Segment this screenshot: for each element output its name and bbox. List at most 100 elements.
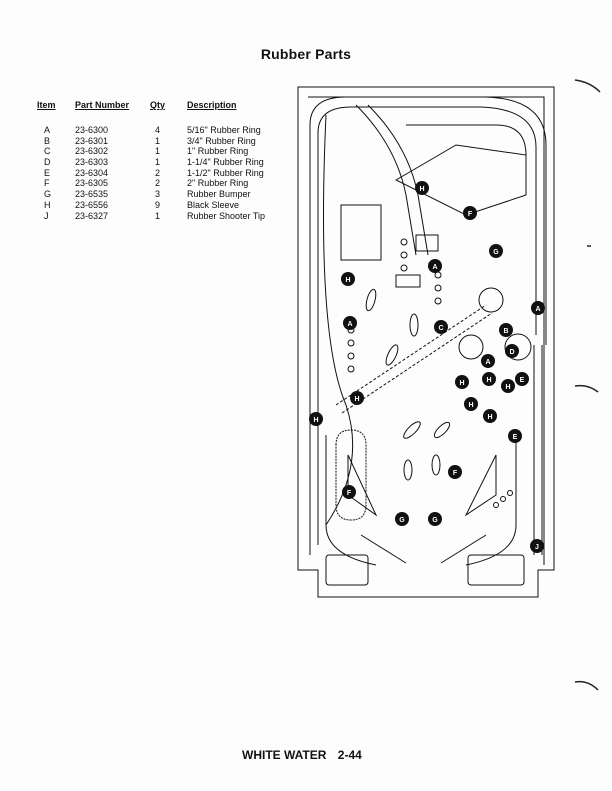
table-cell-part-number: 23-6556 (75, 199, 109, 210)
callout-h: H (482, 372, 496, 386)
table-cell-qty: 2 (155, 167, 161, 178)
svg-text:C: C (438, 325, 443, 332)
table-cell-description: 1-1/4" Rubber Ring (187, 157, 264, 168)
playfield-outline (297, 86, 555, 598)
svg-text:F: F (453, 470, 458, 477)
table-cell-qty: 1 (155, 210, 161, 221)
right-slingshot (464, 454, 497, 517)
svg-text:A: A (432, 264, 437, 271)
svg-text:F: F (347, 490, 352, 497)
left-slingshot (347, 454, 378, 517)
insert-7 (433, 421, 451, 439)
pop-bumper-2 (504, 333, 532, 361)
description-column: 5/16" Rubber Ring 3/4" Rubber Ring 1" Ru… (187, 125, 265, 221)
insert-3 (403, 421, 421, 439)
center-ramp-inner (367, 104, 429, 256)
svg-text:H: H (486, 377, 491, 384)
lamp-column-right (434, 271, 442, 305)
page-title: Rubber Parts (260, 46, 352, 62)
qty-column: 4 1 1 1 2 2 3 9 1 (155, 125, 160, 221)
margin-curve-2 (574, 384, 599, 393)
apron-left (325, 554, 369, 586)
svg-text:B: B (503, 328, 508, 335)
table-cell-part-number: 23-6300 (75, 125, 109, 135)
table-cell-part-number: 23-6303 (75, 157, 109, 168)
margin-curve-3 (574, 680, 599, 691)
table-cell-qty: 1 (155, 135, 161, 146)
table-cell-description: Rubber Shooter Tip (187, 210, 266, 221)
callout-h: H (483, 409, 497, 423)
table-cell-item: H (44, 199, 51, 210)
footer-page: 2-44 (337, 748, 362, 762)
svg-text:H: H (354, 396, 359, 403)
table-cell-description: 1" Rubber Ring (187, 146, 249, 157)
pop-bumper-3 (458, 334, 484, 360)
table-cell-qty: 1 (155, 146, 161, 157)
lamp-column-center (400, 238, 408, 272)
svg-text:H: H (459, 380, 464, 387)
table-cell-item: A (44, 125, 51, 135)
table-cell-description: Rubber Bumper (187, 189, 251, 200)
callout-a: A (343, 316, 357, 330)
svg-text:G: G (493, 249, 499, 256)
insert-4 (403, 459, 413, 481)
guide-line-2 (341, 312, 493, 414)
table-cell-part-number: 23-6301 (75, 135, 109, 146)
table-cell-qty: 4 (155, 125, 161, 135)
callout-d: D (505, 344, 519, 358)
callout-a: A (481, 354, 495, 368)
table-cell-part-number: 23-6302 (75, 146, 109, 157)
apron-right (467, 554, 525, 586)
callout-g: G (428, 512, 442, 526)
header-item: Item (37, 100, 56, 110)
callout-h: H (309, 412, 323, 426)
insert-2 (409, 313, 419, 337)
svg-text:F: F (468, 211, 473, 218)
svg-text:H: H (345, 277, 350, 284)
left-orbit-inner (317, 106, 537, 545)
target-bank-right (395, 274, 421, 288)
table-cell-item: B (44, 135, 51, 146)
table-cell-item: E (44, 167, 51, 178)
guide-line-1 (335, 304, 487, 406)
right-flipper (440, 534, 487, 564)
insert-5 (431, 454, 441, 476)
callout-f: F (463, 206, 477, 220)
svg-text:H: H (419, 186, 424, 193)
callout-f: F (448, 465, 462, 479)
callout-h: H (455, 375, 469, 389)
table-cell-item: J (44, 210, 49, 221)
item-column: A B C D E F G H J (44, 125, 51, 221)
table-cell-part-number: 23-6305 (75, 178, 109, 189)
margin-marks (574, 79, 601, 691)
playfield-diagram: H F G H A A A C B D A H H H E H H H E H … (297, 86, 555, 598)
callout-j: J (530, 539, 544, 553)
table-cell-part-number: 23-6327 (75, 210, 109, 221)
callout-g: G (395, 512, 409, 526)
left-outlane (325, 435, 377, 566)
right-outlane (465, 435, 517, 566)
table-cell-part-number: 23-6304 (75, 167, 109, 178)
callout-e: E (508, 429, 522, 443)
target-bank-center (415, 234, 439, 252)
svg-text:A: A (347, 321, 352, 328)
left-flipper (360, 534, 407, 564)
header-part-number: Part Number (75, 100, 130, 110)
table-cell-qty: 1 (155, 157, 161, 168)
callout-b: B (499, 323, 513, 337)
pop-bumper-1 (478, 287, 504, 313)
table-cell-qty: 3 (155, 189, 161, 200)
callout-a: A (428, 259, 442, 273)
callout-h: H (341, 272, 355, 286)
svg-text:H: H (505, 384, 510, 391)
upper-ramp (406, 124, 527, 156)
left-loop (335, 429, 367, 521)
callout-f: F (342, 485, 356, 499)
table-cell-part-number: 23-6535 (75, 189, 109, 200)
callout-h: H (501, 379, 515, 393)
table-cell-description: Black Sleeve (187, 199, 240, 210)
svg-text:A: A (535, 306, 540, 313)
svg-text:A: A (485, 359, 490, 366)
header-description: Description (187, 100, 237, 110)
header-qty: Qty (150, 100, 166, 110)
